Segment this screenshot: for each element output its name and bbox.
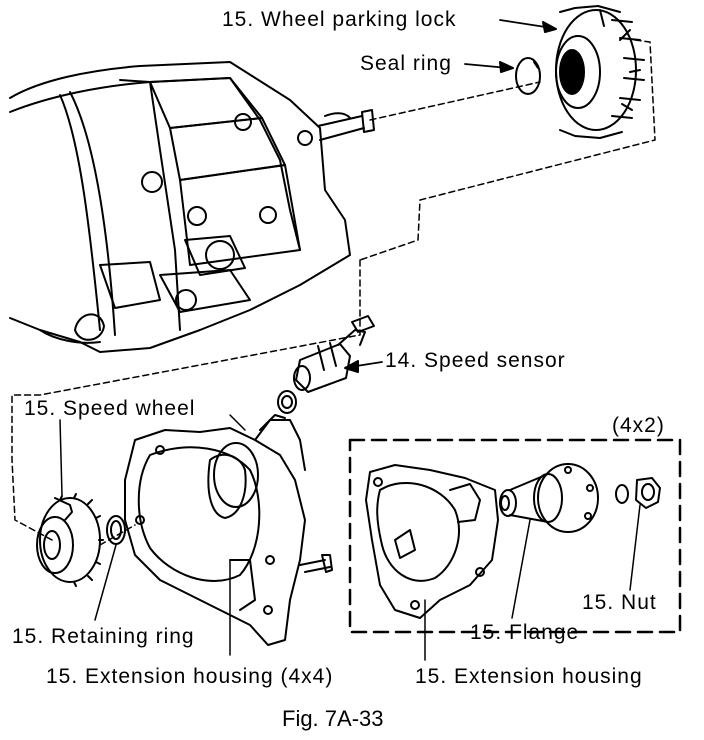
seal-ring-part	[515, 57, 541, 95]
extension-housing-4x2-part	[365, 464, 499, 619]
label-retaining-ring: 15. Retaining ring	[12, 625, 195, 648]
speed-wheel-part	[36, 493, 104, 587]
label-nut: 15. Nut	[582, 591, 657, 614]
leader-flange	[511, 519, 531, 619]
wheel-parking-lock-part	[555, 5, 645, 139]
speed-sensor-part	[277, 315, 375, 414]
label-speed-wheel: 15. Speed wheel	[24, 397, 196, 420]
nut-part	[615, 477, 661, 509]
figure-caption: Fig. 7A-33	[282, 706, 384, 731]
label-extension-housing-4x4: 15. Extension housing (4x4)	[46, 665, 334, 688]
arrow-parking-lock-head	[542, 21, 557, 33]
transmission-case	[9, 61, 375, 353]
retaining-ring-part	[106, 515, 126, 545]
label-extension-housing: 15. Extension housing	[415, 665, 643, 688]
label-seal-ring: Seal ring	[360, 52, 452, 75]
arrow-seal-ring-head	[499, 61, 514, 73]
label-wheel-parking-lock: 15. Wheel parking lock	[222, 8, 457, 31]
label-4x2-variant: (4x2)	[612, 414, 665, 437]
leader-speed-sensor-housing	[229, 414, 246, 431]
leader-nut	[629, 504, 641, 591]
extension-housing-4x4-part	[124, 414, 333, 646]
leader-case-to-housing	[11, 259, 361, 541]
label-flange: 15. Flange	[470, 621, 580, 644]
leader-retaining-ring	[94, 544, 117, 621]
label-speed-sensor: 14. Speed sensor	[385, 349, 566, 372]
leader-speed-wheel	[59, 419, 63, 496]
arrow-speed-sensor-head	[344, 360, 359, 373]
box-4x2	[348, 438, 682, 634]
flange-part	[499, 463, 599, 533]
leader-to-housing-bottom	[99, 524, 136, 546]
leader-case-to-parking-lock	[359, 39, 656, 261]
